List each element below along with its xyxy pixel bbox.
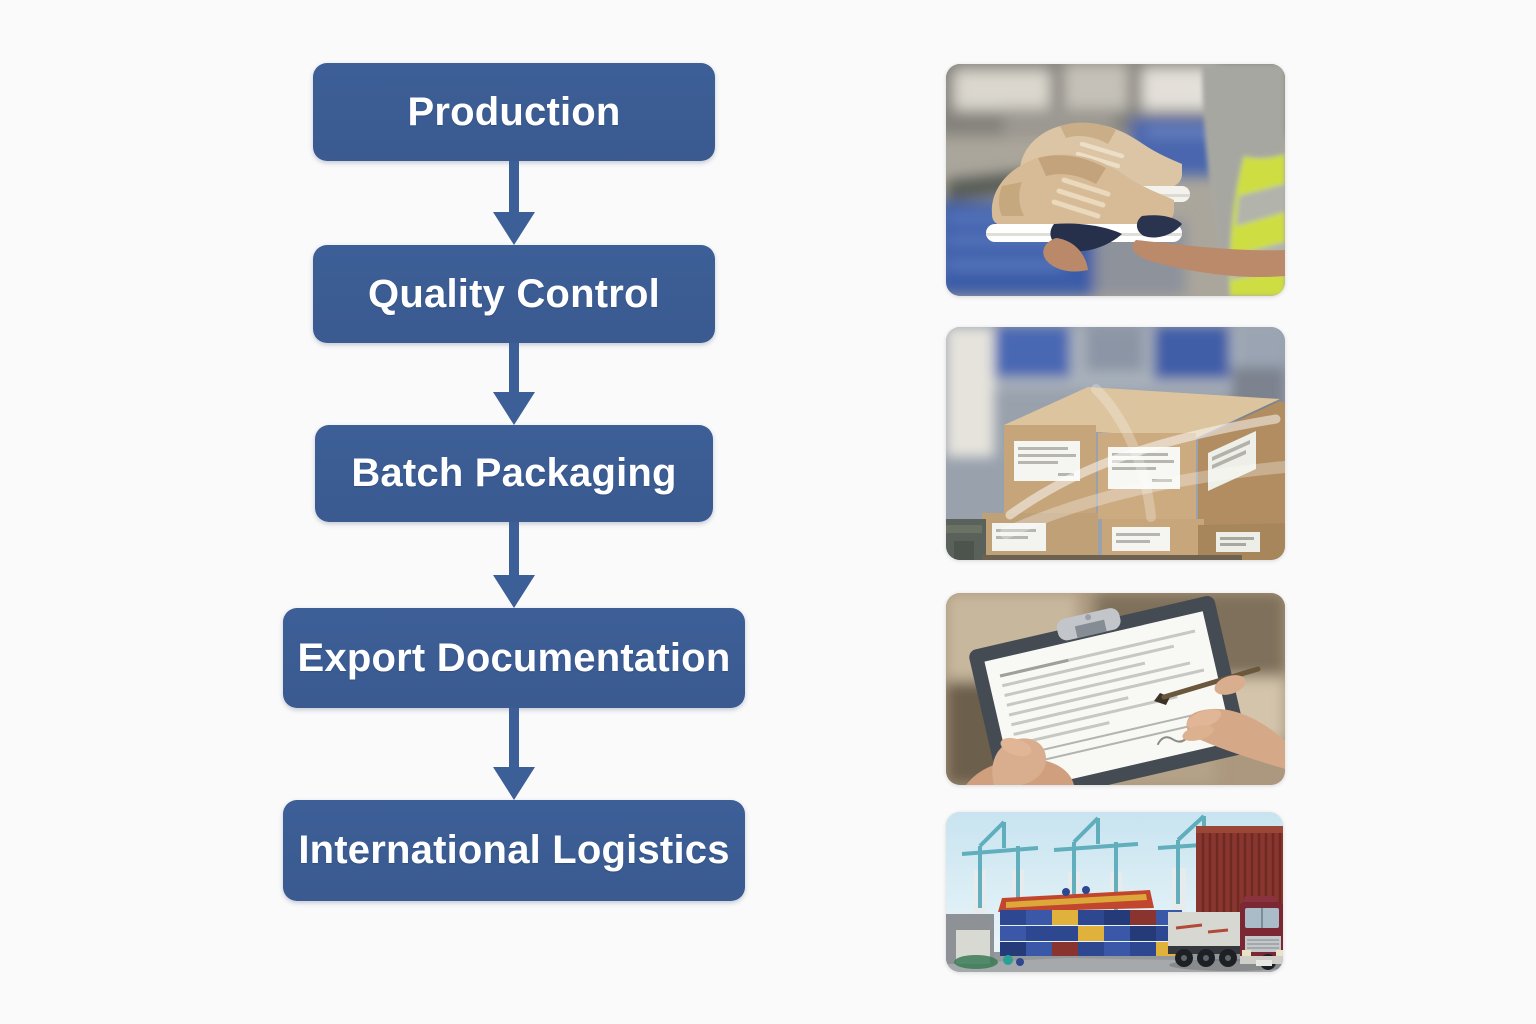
pallet-boxes-illustration xyxy=(946,327,1285,560)
export-documentation-photo xyxy=(946,593,1285,785)
arrow-down-icon xyxy=(493,708,535,800)
flow-step-label: Export Documentation xyxy=(297,635,731,680)
pallet xyxy=(946,519,1242,560)
warehouse-background xyxy=(946,327,1285,457)
arrow-down-icon xyxy=(493,343,535,425)
form-text-lines xyxy=(999,629,1216,767)
batch-packaging-photo xyxy=(946,327,1285,560)
flow-step-export-documentation: Export Documentation xyxy=(283,608,745,708)
flow-step-label: International Logistics xyxy=(298,828,730,872)
flow-step-batch-packaging: Batch Packaging xyxy=(315,425,713,522)
container-stacks xyxy=(946,886,1182,969)
flow-step-label: Production xyxy=(407,89,621,134)
gloved-hands xyxy=(1043,215,1285,278)
flow-step-label: Batch Packaging xyxy=(351,451,677,495)
container-truck xyxy=(1168,826,1283,970)
cardboard-boxes-stack xyxy=(982,387,1285,560)
clipboard-illustration xyxy=(946,593,1285,785)
arrow-down-icon xyxy=(493,161,535,245)
flow-step-quality-control: Quality Control xyxy=(313,245,715,343)
arrow-down-icon xyxy=(493,522,535,608)
flow-step-label: Quality Control xyxy=(368,271,660,316)
production-photo xyxy=(946,64,1285,296)
shrink-wrap-sheen xyxy=(1000,384,1285,539)
international-logistics-photo xyxy=(946,812,1283,972)
flow-step-international-logistics: International Logistics xyxy=(283,800,745,901)
flow-step-production: Production xyxy=(313,63,715,161)
hands-and-pen xyxy=(966,666,1285,785)
container-port-illustration xyxy=(946,812,1283,972)
sneakers-warehouse-illustration xyxy=(946,64,1285,296)
sneakers-pair xyxy=(986,122,1190,242)
